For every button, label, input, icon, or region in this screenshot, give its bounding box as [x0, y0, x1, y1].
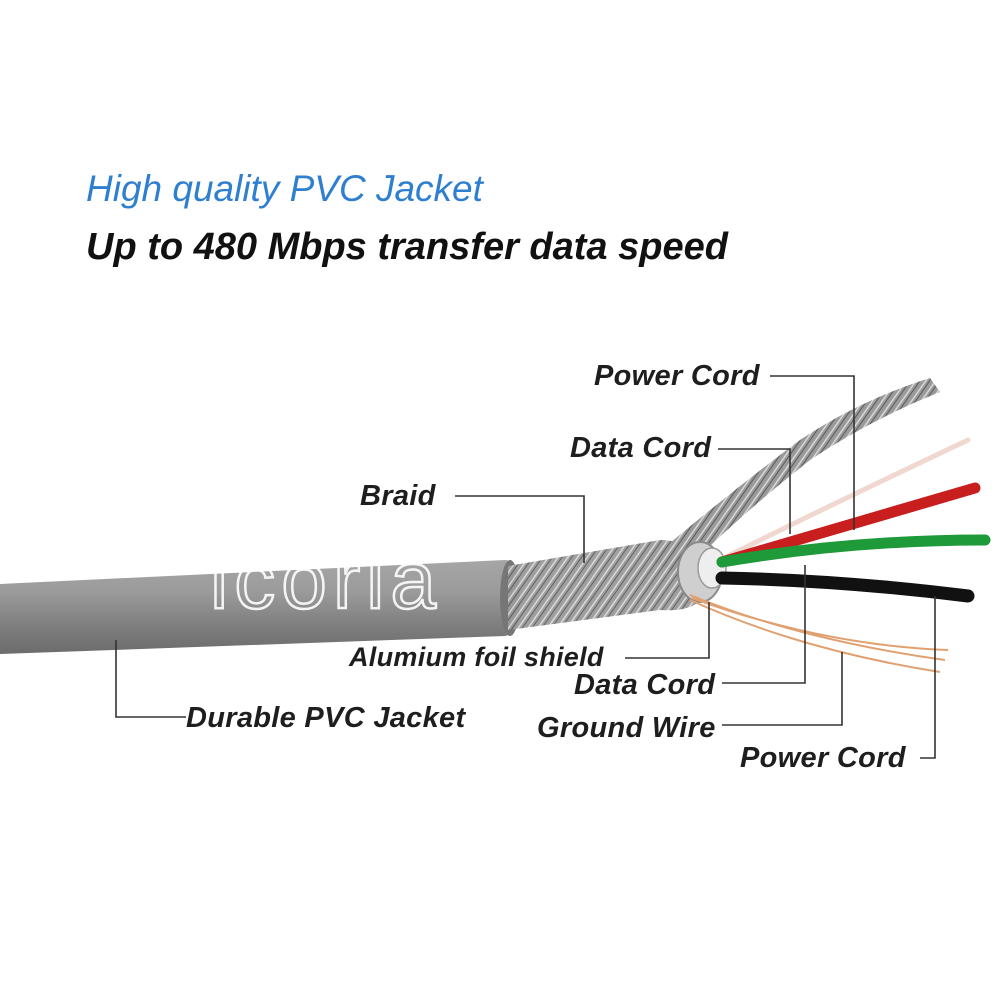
label-data-cord-bottom: Data Cord [574, 669, 715, 702]
green-data-wire [722, 540, 985, 562]
leader-power-bottom [920, 596, 935, 758]
foil-shield [678, 542, 726, 602]
ground-wire-strands [690, 595, 948, 672]
label-data-cord-top: Data Cord [570, 432, 711, 465]
leader-jacket [116, 640, 186, 717]
label-ground-wire: Ground Wire [537, 712, 716, 745]
label-power-cord-top: Power Cord [594, 360, 760, 393]
label-braid: Braid [360, 480, 436, 513]
label-pvc-jacket: Durable PVC Jacket [186, 702, 465, 735]
label-foil-shield: Alumium foil shield [349, 642, 604, 673]
wires [690, 440, 985, 672]
label-power-cord-bottom: Power Cord [740, 742, 906, 775]
black-power-wire [722, 578, 968, 596]
watermark: icorla [210, 535, 442, 626]
leader-braid [455, 496, 584, 563]
leader-ground [722, 652, 842, 725]
